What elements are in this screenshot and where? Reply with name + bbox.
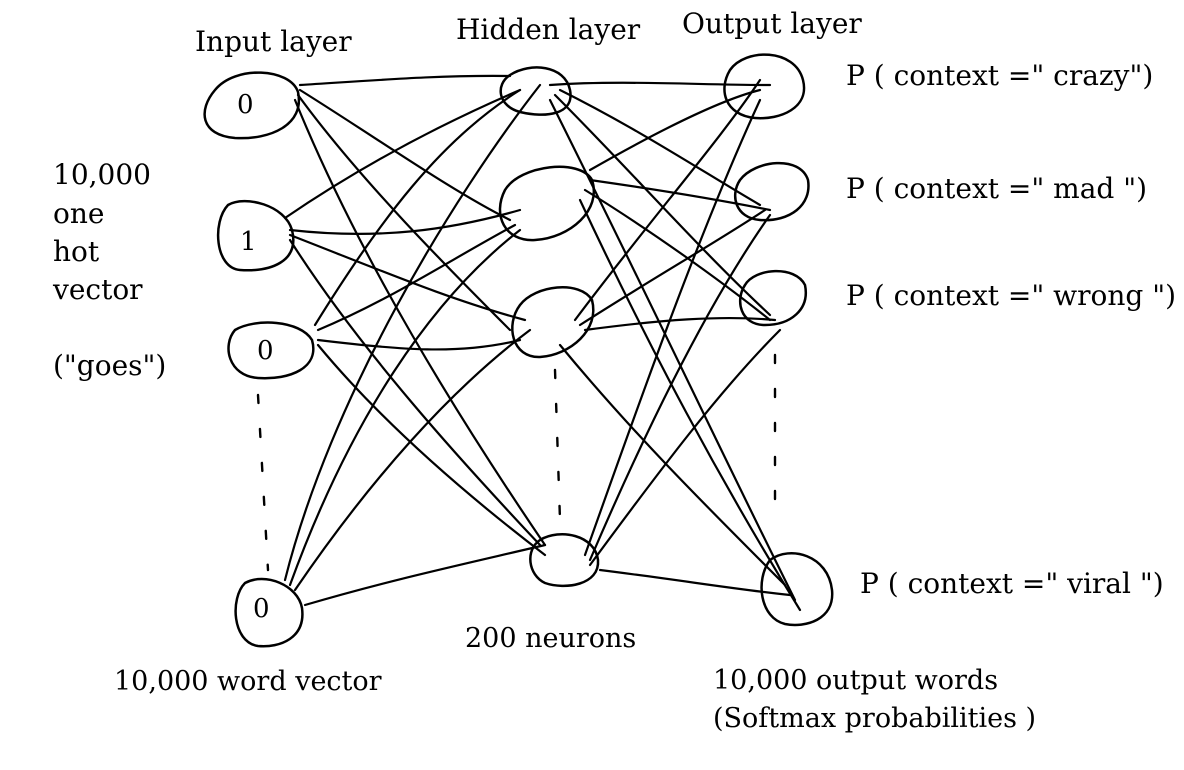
hidden-node-1 <box>499 66 572 116</box>
output-node-4 <box>760 552 834 627</box>
output-node-1 <box>723 53 806 120</box>
input-node-value-3: 0 <box>257 336 274 366</box>
hidden-ellipsis <box>553 368 562 522</box>
output-label-1: P ( context =" crazy") <box>846 59 1154 92</box>
input-node-1 <box>203 71 301 140</box>
output-node-3 <box>738 269 808 327</box>
input-ellipsis <box>256 393 270 572</box>
hidden-footer: 200 neurons <box>465 623 637 654</box>
output-footer-line-1: 10,000 output words <box>713 665 999 696</box>
input-node-2 <box>216 200 295 272</box>
input-node-value-1: 0 <box>237 90 254 120</box>
input-node-value-4: 0 <box>253 594 270 624</box>
output-label-2: P ( context =" mad ") <box>846 172 1148 205</box>
output-layer-title: Output layer <box>682 7 862 40</box>
input-node-labels: 0 1 0 0 <box>237 90 274 624</box>
input-footer: 10,000 word vector <box>114 666 382 697</box>
output-nodes <box>723 53 834 627</box>
ellipsis-marks <box>256 353 777 572</box>
input-node-4 <box>234 577 304 648</box>
left-note-line-2: one <box>53 197 105 230</box>
hidden-node-3 <box>511 286 595 359</box>
hidden-node-2 <box>498 165 595 242</box>
left-note-line-4: vector <box>53 273 143 306</box>
input-layer-title: Input layer <box>195 25 352 58</box>
left-note-line-5: ("goes") <box>53 349 167 382</box>
output-label-3: P ( context =" wrong ") <box>846 279 1177 312</box>
input-node-value-2: 1 <box>240 227 257 257</box>
left-note-line-3: hot <box>53 235 100 268</box>
left-note-line-1: 10,000 <box>53 158 151 191</box>
hidden-nodes <box>498 66 600 588</box>
connections <box>283 74 802 612</box>
hidden-node-4 <box>529 533 600 588</box>
hidden-layer-title: Hidden layer <box>456 13 641 46</box>
output-label-4: P ( context =" viral ") <box>860 567 1164 600</box>
output-footer-line-2: (Softmax probabilities ) <box>713 703 1037 734</box>
input-nodes <box>203 71 315 648</box>
input-node-3 <box>227 321 315 380</box>
output-node-2 <box>733 161 810 222</box>
